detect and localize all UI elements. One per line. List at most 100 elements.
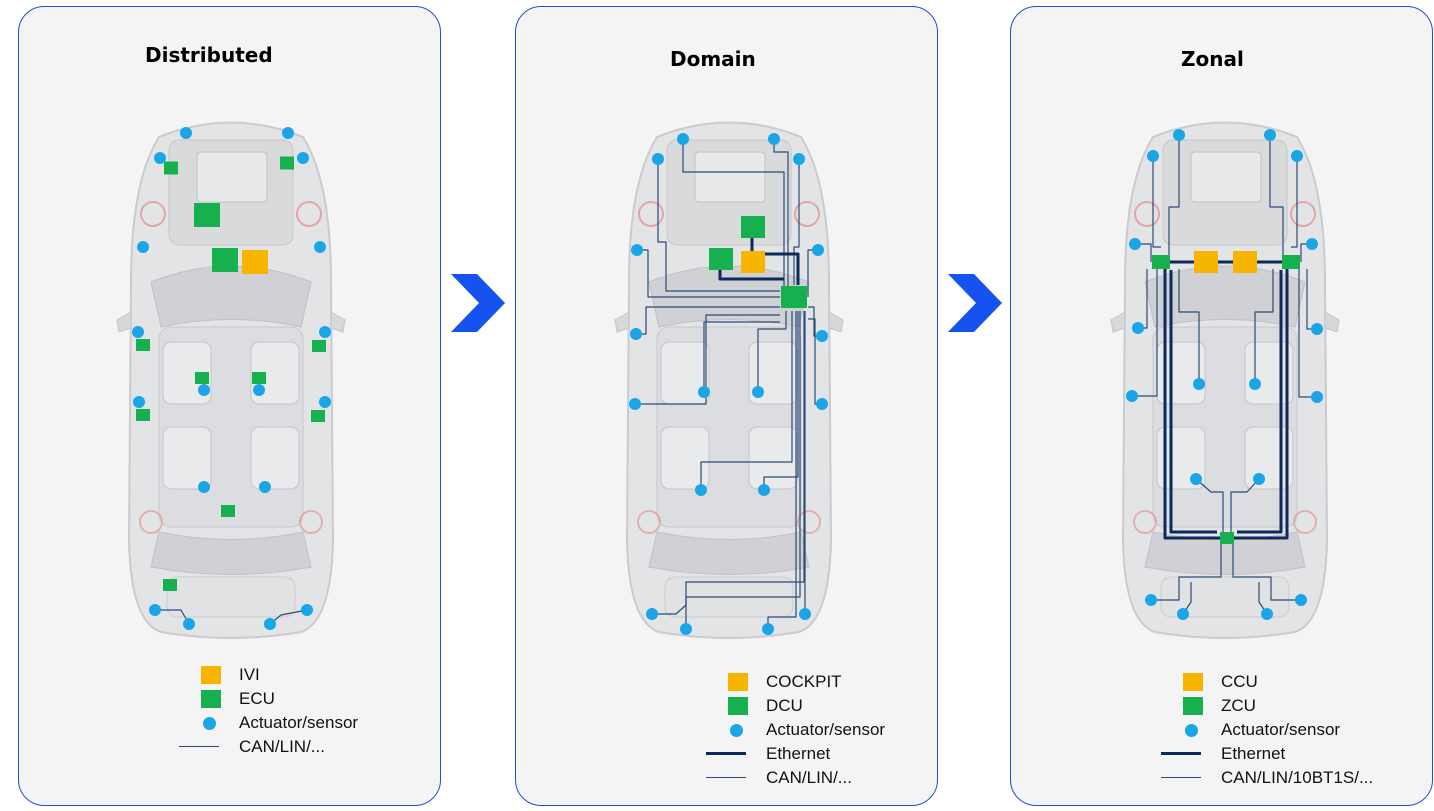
engine-block: [694, 151, 766, 203]
actuator-sensor-node: [198, 384, 210, 396]
mirror-right: [828, 311, 844, 333]
actuator-sensor-node: [680, 623, 692, 635]
actuator-sensor-node: [646, 608, 658, 620]
actuator-sensor-node: [180, 127, 192, 139]
can-lin-wire: [793, 159, 800, 285]
actuator-sensor-node: [758, 484, 770, 496]
ethernet-wire: [1169, 270, 1217, 534]
actuator-sensor-node: [1190, 473, 1202, 485]
mirror-left: [1110, 311, 1126, 333]
actuator-sensor-node: [695, 484, 707, 496]
thin-line-icon: [1161, 777, 1201, 778]
ecu-node: [163, 579, 177, 591]
chevron-right-icon: [948, 274, 1002, 332]
can-lin-wire: [657, 159, 780, 292]
ccu-square-icon: [1183, 673, 1203, 691]
actuator-sensor-node: [652, 153, 664, 165]
actuator-sensor-node: [1129, 238, 1141, 250]
actuator-sensor-node: [1311, 391, 1323, 403]
ivi-square-icon: [201, 666, 221, 684]
mirror-left: [116, 311, 132, 333]
actuator-sensor-node: [297, 152, 309, 164]
windshield: [150, 265, 312, 328]
cockpit-square-icon: [728, 673, 748, 691]
front-wheel: [1290, 201, 1316, 227]
chevron-right-icon: [451, 274, 505, 332]
actuator-sensor-node: [629, 398, 641, 410]
panel-title: Distributed: [145, 43, 273, 67]
actuator-sensor-node: [677, 133, 689, 145]
ccu-node: [1233, 251, 1257, 273]
ethernet-wire: [1237, 270, 1283, 534]
actuator-sensor-dot-icon: [1185, 724, 1198, 737]
ecu-node: [221, 505, 235, 517]
ecu-node: [212, 248, 238, 272]
actuator-sensor-node: [1253, 473, 1265, 485]
can-lin-wire: [1178, 269, 1200, 384]
actuator-sensor-node: [264, 618, 276, 630]
zcu-node: [1220, 532, 1234, 544]
zcu-square-icon: [1183, 697, 1203, 715]
thin-line-icon: [706, 777, 746, 778]
ecu-node: [194, 203, 220, 227]
rear-wheel: [637, 510, 661, 534]
front-wheel: [140, 201, 166, 227]
rear-wheel: [797, 510, 821, 534]
actuator-sensor-node: [1193, 378, 1205, 390]
car-diagram-domain: [614, 121, 844, 639]
actuator-sensor-node: [301, 604, 313, 616]
actuator-sensor-node: [133, 396, 145, 408]
dcu-square-icon: [728, 697, 748, 715]
ecu-node: [280, 156, 294, 170]
can-lin-wire: [1254, 269, 1274, 384]
ivi-node: [242, 250, 268, 274]
dcu-node: [709, 248, 733, 270]
trunk: [1160, 576, 1290, 618]
can-lin-wire: [703, 321, 780, 392]
can-lin-wire: [1230, 478, 1260, 538]
actuator-sensor-node: [793, 153, 805, 165]
actuator-sensor-node: [1249, 378, 1261, 390]
front-wheel: [794, 201, 820, 227]
ecu-node: [195, 372, 209, 384]
can-lin-wire: [1132, 269, 1158, 397]
can-lin-wire: [1269, 135, 1284, 262]
rear-wheel: [139, 510, 163, 534]
actuator-sensor-node: [630, 328, 642, 340]
can-lin-wire: [1232, 538, 1301, 601]
panel-domain: Domain COCKPIT DCU Actuator/sensor Ether…: [515, 6, 938, 806]
dcu-node: [741, 216, 765, 238]
seat: [1156, 426, 1206, 490]
thick-line-icon: [1161, 752, 1201, 755]
seat: [162, 426, 212, 490]
thick-line-icon: [706, 752, 746, 755]
can-lin-wire: [1152, 156, 1161, 248]
ecu-node: [311, 410, 325, 422]
actuator-sensor-dot-icon: [730, 724, 743, 737]
seat: [660, 426, 710, 490]
actuator-sensor-node: [259, 481, 271, 493]
panel-title: Zonal: [1181, 47, 1244, 71]
front-wheel: [296, 201, 322, 227]
panel-distributed: Distributed IVI ECU Actuator/sensor CAN/…: [18, 6, 441, 806]
ecu-node: [136, 339, 150, 351]
actuator-sensor-dot-icon: [203, 717, 216, 730]
ethernet-wire: [1163, 262, 1227, 540]
actuator-sensor-node: [752, 386, 764, 398]
actuator-sensor-node: [1261, 608, 1273, 620]
can-lin-wire: [1291, 156, 1298, 248]
can-lin-wire: [1151, 538, 1222, 601]
can-lin-wire: [635, 314, 780, 405]
actuator-sensor-node: [1264, 129, 1276, 141]
actuator-sensor-node: [314, 241, 326, 253]
trunk: [166, 576, 296, 618]
actuator-sensor-node: [816, 330, 828, 342]
actuator-sensor-node: [631, 244, 643, 256]
can-lin-wire: [773, 139, 789, 297]
rear-wheel: [1133, 510, 1157, 534]
actuator-sensor-node: [149, 604, 161, 616]
ecu-node: [164, 161, 178, 175]
actuator-sensor-node: [198, 481, 210, 493]
car-diagram-distributed: [116, 121, 346, 639]
actuator-sensor-node: [1173, 129, 1185, 141]
